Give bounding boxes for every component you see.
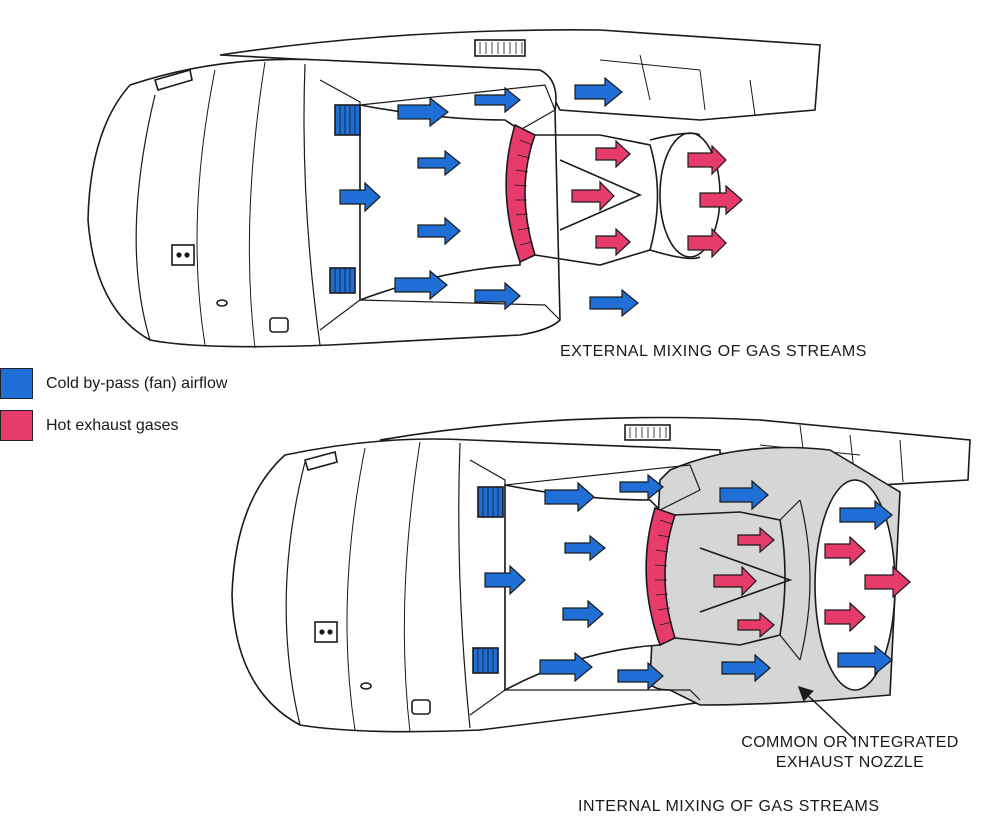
callout-line-1: COMMON OR INTEGRATED — [741, 734, 959, 751]
callout-leader — [797, 685, 856, 741]
cold-airflow-swatch — [0, 368, 33, 399]
top-exhaust-cone — [559, 159, 642, 231]
top-cold-arrows — [339, 76, 639, 318]
external-mixing-engine — [87, 29, 821, 349]
legend-label-cold: Cold by-pass (fan) airflow — [46, 374, 228, 392]
legend-item-cold: Cold by-pass (fan) airflow — [0, 368, 227, 399]
top-hot-arrows — [571, 139, 743, 259]
hot-exhaust-swatch — [0, 410, 33, 441]
top-pylon — [219, 29, 821, 121]
bottom-cold-arrows — [484, 473, 893, 691]
legend-item-hot: Hot exhaust gases — [0, 410, 179, 441]
nozzle-callout: COMMON OR INTEGRATED EXHAUST NOZZLE — [720, 733, 980, 773]
bottom-hot-arrows — [713, 526, 911, 639]
bottom-exhaust-cone — [699, 547, 793, 613]
external-mixing-caption: EXTERNAL MIXING OF GAS STREAMS — [560, 343, 867, 360]
callout-line-2: EXHAUST NOZZLE — [775, 754, 925, 771]
internal-mixing-caption: INTERNAL MIXING OF GAS STREAMS — [578, 798, 880, 815]
internal-mixing-engine — [231, 416, 971, 733]
legend-label-hot: Hot exhaust gases — [46, 416, 179, 434]
